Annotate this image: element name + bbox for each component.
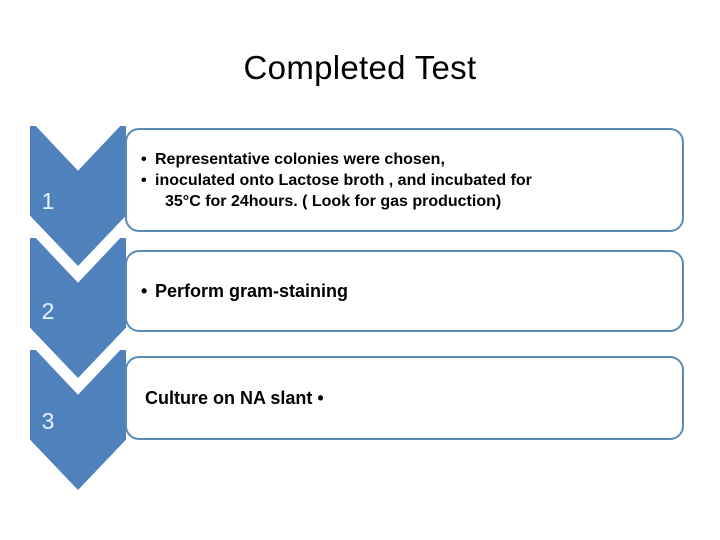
step-line-text: 35°C for 24hours. ( Look for gas product…	[165, 192, 502, 210]
bullet-icon: •	[141, 171, 147, 189]
step-text-3: Culture on NA slant •	[127, 388, 682, 409]
step-content-box-3[interactable]: Culture on NA slant •	[125, 356, 684, 440]
step-line: Culture on NA slant •	[145, 388, 670, 409]
step-line-text: inoculated onto Lactose broth , and incu…	[155, 171, 532, 189]
bullet-icon: •	[141, 150, 147, 168]
step-line-text: Representative colonies were chosen,	[155, 150, 445, 168]
bullet-icon: •	[141, 280, 148, 301]
step-content-box-2[interactable]: • Perform gram-staining	[125, 250, 684, 332]
step-content-box-1[interactable]: • Representative colonies were chosen, • i…	[125, 128, 684, 232]
step-line: • Perform gram-staining	[141, 281, 670, 302]
step-text-1: • Representative colonies were chosen, • i…	[127, 149, 682, 212]
step-line: 35°C for 24hours. ( Look for gas product…	[141, 191, 670, 212]
step-line: • inoculated onto Lactose broth , and inc…	[141, 170, 670, 191]
step-line-text: Perform gram-staining	[155, 280, 349, 301]
chevron-shape-1	[30, 126, 126, 266]
step-line-text: Culture on NA slant •	[145, 387, 324, 408]
page-title: Completed Test	[243, 49, 477, 86]
step-line: • Representative colonies were chosen,	[141, 149, 670, 170]
step-text-2: • Perform gram-staining	[127, 281, 682, 302]
